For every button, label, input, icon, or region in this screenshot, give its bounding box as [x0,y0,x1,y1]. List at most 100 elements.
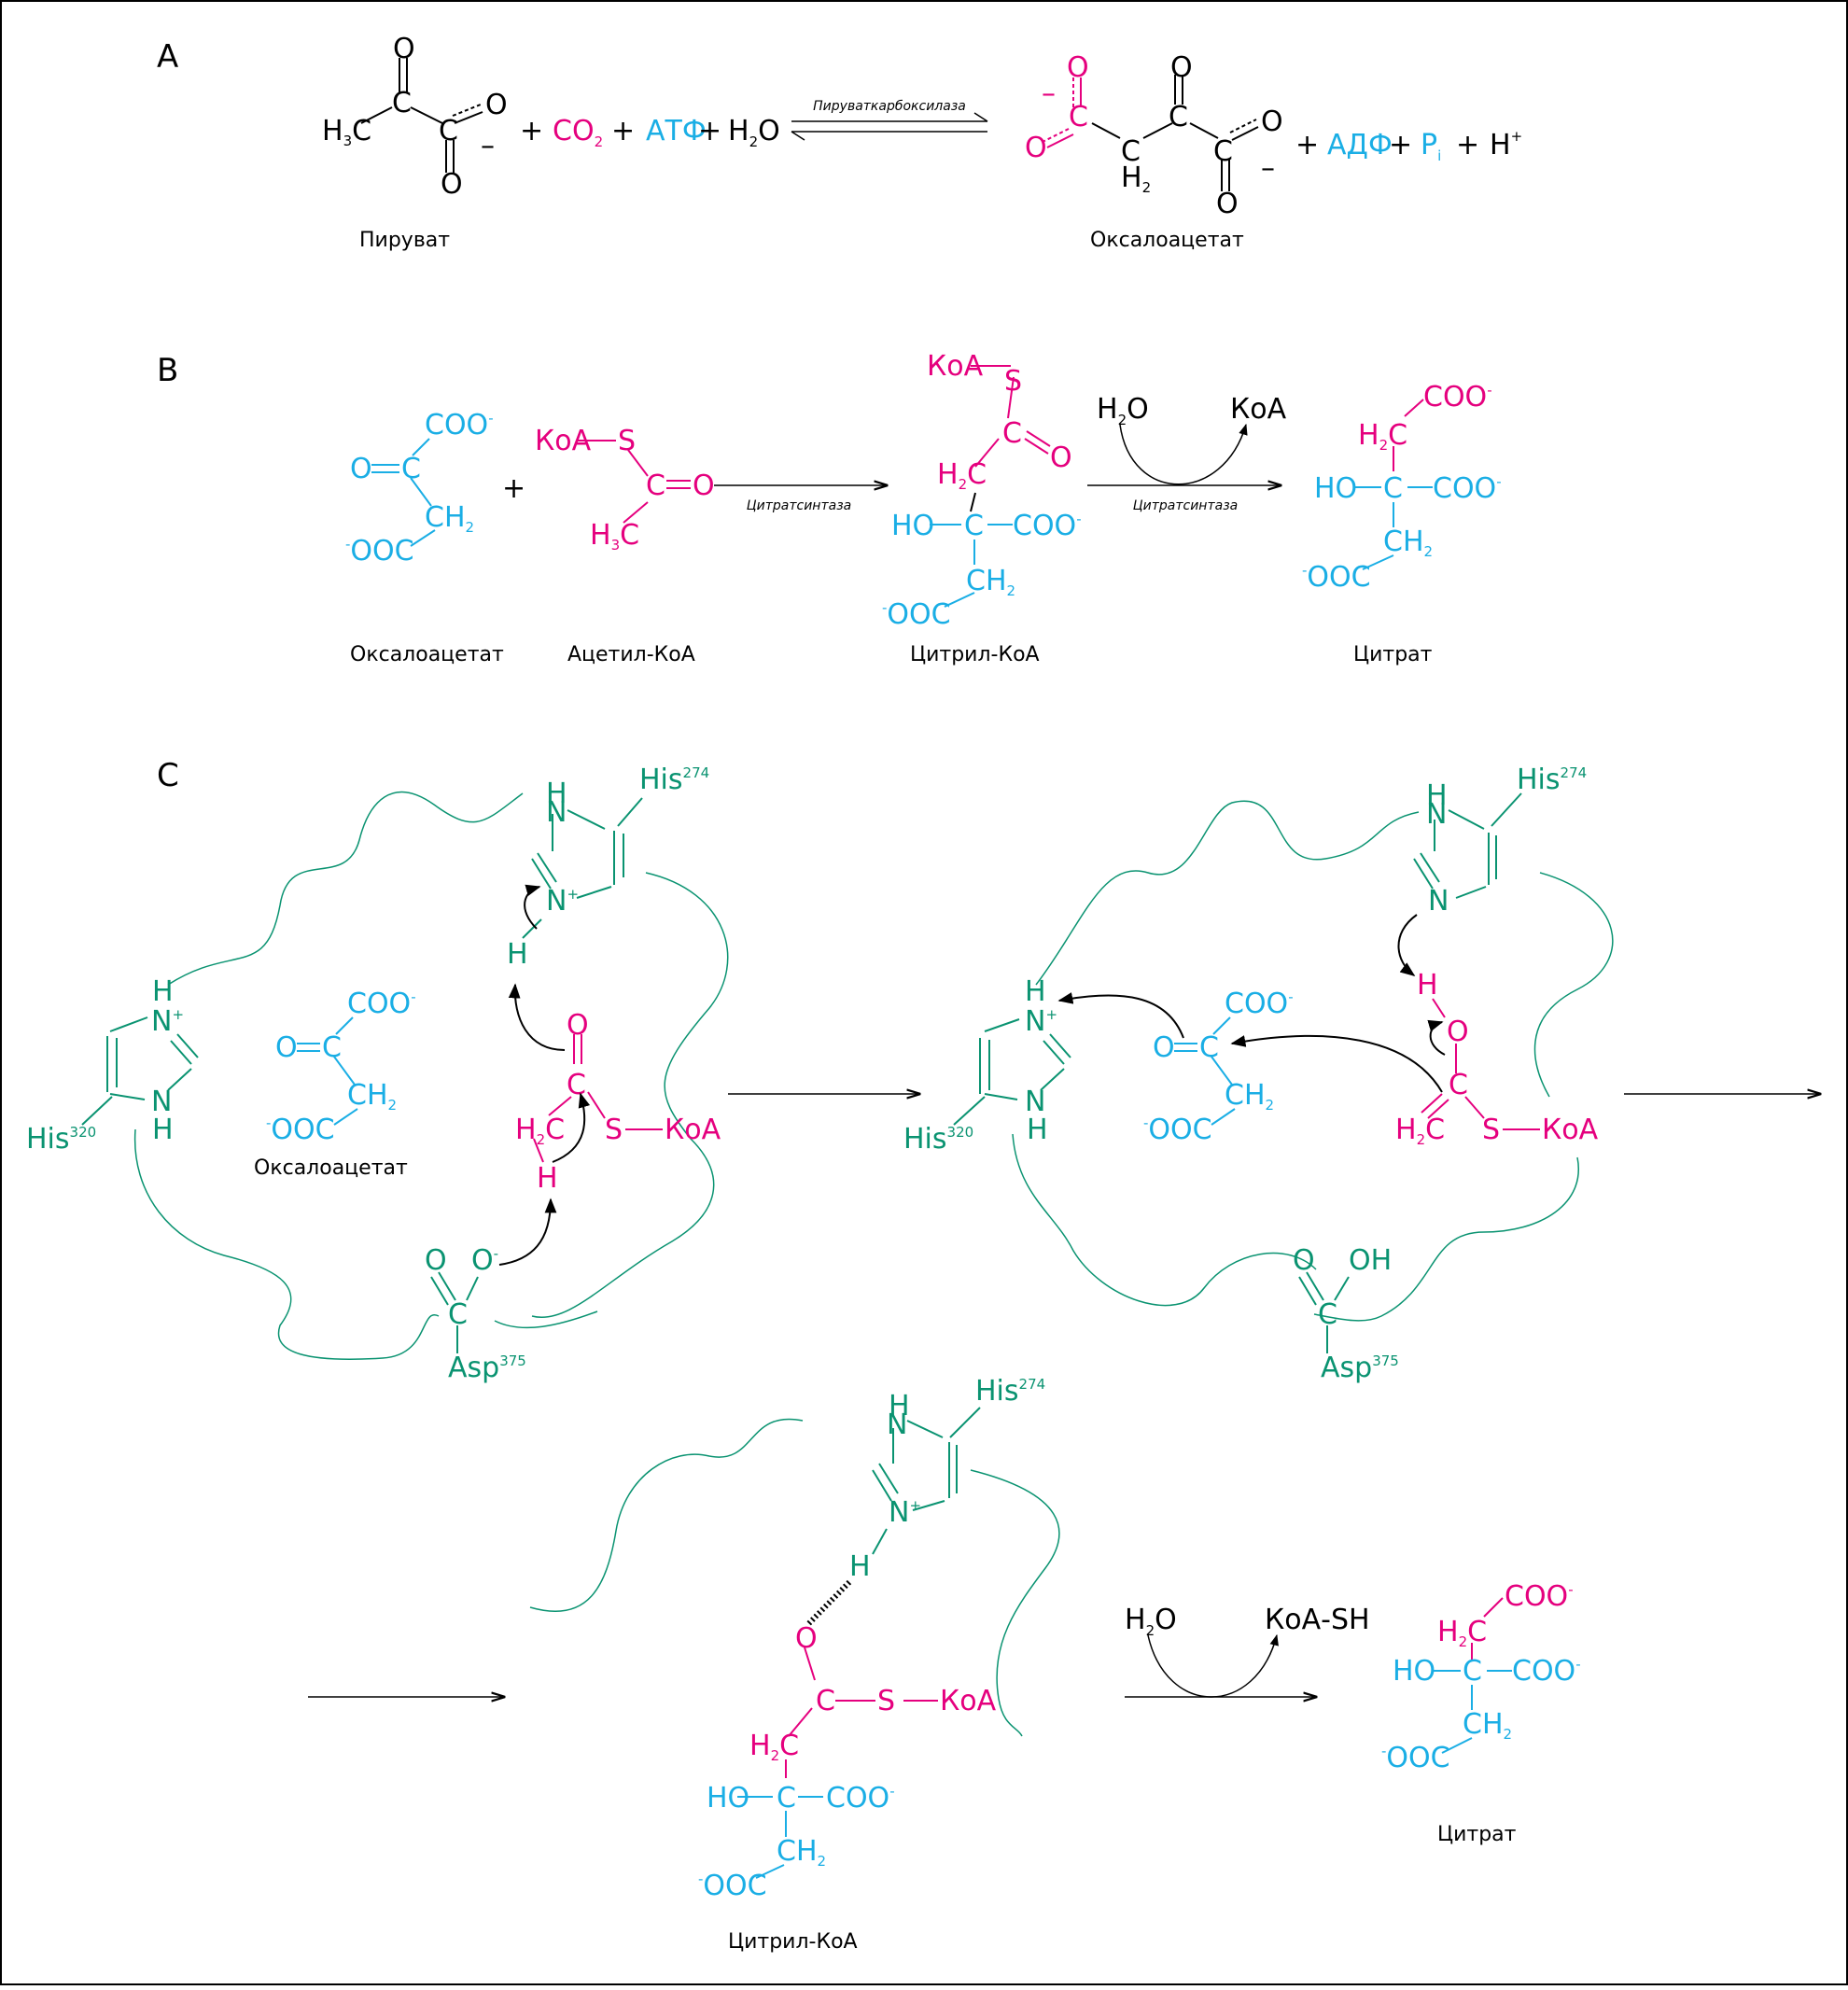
svg-text:–: – [481,130,495,162]
svg-text:O: O [485,89,508,121]
svg-text:O: O [425,1244,447,1277]
citrate-label-b: Цитрат [1353,643,1433,666]
atp-label: АТФ [646,115,707,147]
citryl-coa-label-c3: Цитрил-КоА [728,1930,858,1954]
svg-text:CH2: CH2 [1383,526,1433,560]
svg-text:КоА: КоА [927,350,984,383]
svg-text:O: O [795,1622,818,1655]
svg-text:H2O: H2O [728,115,780,150]
enolate-structure-c2: H O C H2C S КоА [1230,969,1599,1148]
pyruvate-atoms: H3C C O C O O – [322,33,508,201]
citryl-coa-label-b: Цитрил-КоА [910,643,1040,666]
svg-text:OH: OH [1349,1244,1392,1277]
svg-text:H2C: H2C [1395,1114,1445,1148]
svg-text:COO-: COO- [1433,472,1502,505]
svg-text:+: + [698,115,721,147]
citryl-coa-structure-c3: O C S КоА H2C HO C COO- CH2 -OOC [698,1622,997,1902]
svg-text:N: N [151,1086,172,1118]
enzyme-label-citrate-synthase-2: Цитратсинтаза [1133,498,1238,513]
svg-text:O: O [1050,441,1072,474]
asp375-structure-1: O O- C Asp375 [425,1198,557,1384]
equilibrium-arrow-a [791,112,988,141]
proton-label: H [1490,129,1511,161]
svg-text:+: + [1295,129,1319,161]
panel-label-b: B [157,352,178,389]
svg-text:H: H [152,975,174,1008]
oxaloacetate-label-a: Оксалоацетат [1090,229,1244,252]
koa-label-c3: КоА [940,1685,997,1717]
svg-text:H: H [507,938,528,971]
svg-text:CH2: CH2 [1463,1708,1512,1743]
svg-text:His320: His320 [26,1123,96,1156]
svg-text:CH2: CH2 [1225,1079,1274,1114]
water-label-c3: H2O [1125,1604,1177,1639]
svg-text:H: H [1417,969,1438,1002]
svg-text:C: C [1213,135,1233,168]
svg-text:H3C: H3C [322,115,371,149]
svg-text:CH2: CH2 [777,1835,826,1870]
svg-text:O: O [693,469,715,502]
svg-text:Pi: Pi [1421,129,1441,164]
svg-text:S: S [605,1114,623,1146]
svg-text:Asp375: Asp375 [1321,1352,1399,1384]
asp375-label-1: Asp [448,1352,499,1384]
svg-text:CO2: CO2 [553,115,603,150]
svg-text:H: H [1426,779,1448,812]
svg-text:O: O [350,453,372,485]
koa-label-citryl-b: КоА [927,350,984,383]
svg-text:–: – [1042,77,1056,110]
svg-text:H2C: H2C [937,458,987,493]
svg-text:C: C [646,469,665,502]
svg-text:H: H [152,1114,174,1146]
svg-text:-OOC: -OOC [345,535,414,568]
svg-text:C: C [1069,101,1088,133]
enzyme-pocket-1 [133,791,729,1360]
equation-a-products: + АДФ + Pi + H+ [1295,128,1522,164]
svg-text:O: O [1293,1244,1315,1277]
svg-text:КоА: КоА [940,1685,997,1717]
svg-text:C: C [448,1298,468,1331]
his274-label-3: His [975,1375,1019,1408]
svg-text:His274: His274 [975,1375,1045,1408]
equation-a-reagents: + CO2 + АТФ + H2O [520,115,780,150]
svg-text:+: + [520,115,543,147]
curved-arrow-hydrolysis-b [1119,423,1248,485]
svg-text:O: O [1261,105,1283,138]
svg-text:H: H [1025,975,1046,1008]
svg-text:His320: His320 [903,1123,973,1156]
svg-text:H3C: H3C [590,519,639,554]
svg-text:O: O [393,33,415,65]
svg-text:-OOC: -OOC [266,1114,335,1146]
svg-text:N+: N+ [546,885,579,918]
svg-text:O-: O- [471,1244,498,1277]
svg-text:O: O [1216,188,1239,220]
svg-text:N: N [887,1408,907,1441]
phosphate-label: P [1421,129,1437,161]
oxaloacetate-structure-c2: O C COO- CH2 -OOC [1057,988,1294,1146]
svg-text:+: + [611,115,635,147]
svg-text:N: N [1426,798,1447,831]
acetyl-coa-structure-c1: O C H2C S КоА H [508,983,721,1195]
svg-text:C: C [816,1685,835,1717]
enzyme-label-citrate-synthase-1: Цитратсинтаза [747,498,851,513]
svg-text:КоА: КоА [535,425,592,457]
svg-text:S: S [1482,1114,1500,1146]
citrate-structure-b: COO- H2C HO C COO- CH2 -OOC [1302,381,1502,594]
svg-text:КоА: КоА [665,1114,721,1146]
svg-text:COO-: COO- [1512,1655,1581,1688]
svg-text:N+: N+ [889,1496,921,1529]
plus-sign-b: + [502,472,525,505]
svg-text:His274: His274 [1517,764,1587,796]
water-label-b: H2O [1097,393,1149,428]
svg-text:HO: HO [1314,472,1357,505]
svg-text:COO-: COO- [826,1782,895,1815]
oxaloacetate-structure-c1: O C COO- CH2 -OOC [266,988,416,1146]
panel-label-a: A [157,38,178,76]
svg-text:CH2: CH2 [425,501,474,536]
svg-text:C: C [401,453,421,485]
oxaloacetate-atoms-a: O – C O C H2 C O C O O – [1025,51,1283,220]
enzyme-pocket-2 [1012,800,1614,1322]
